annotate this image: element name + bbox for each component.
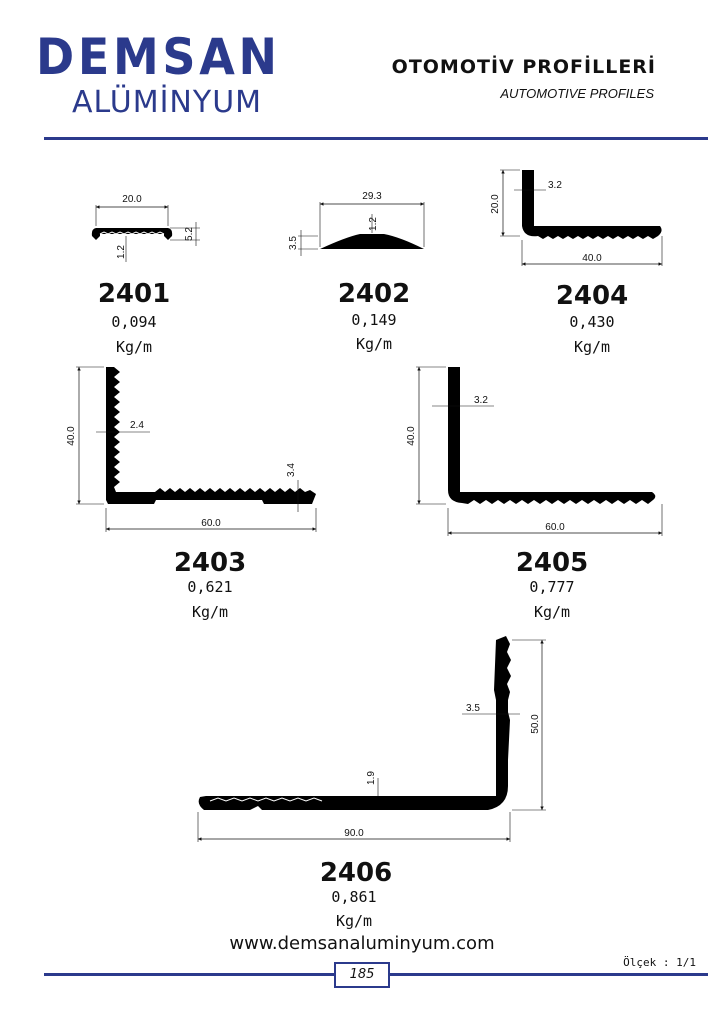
website-url: www.demsanaluminyum.com	[229, 933, 495, 954]
profile-2406-code: 2406	[319, 858, 393, 888]
profile-2406-weight: 0,861	[331, 888, 377, 906]
profile-2404-dim-height: 20.0	[490, 194, 501, 214]
profile-2402-unit: Kg/m	[355, 335, 393, 353]
profile-2404-unit: Kg/m	[573, 338, 611, 356]
profile-2406-dim-height: 50.0	[530, 714, 541, 734]
profile-2403-dim-thickness: 2.4	[130, 420, 144, 431]
scale-label: Ölçek : 1/1	[623, 956, 696, 969]
profile-2406-drawing: 50.0 3.5 1.9 90.0	[197, 636, 546, 842]
header-rule	[44, 137, 708, 140]
profile-2401-unit: Kg/m	[115, 338, 153, 356]
profile-2401-dim-width: 20.0	[122, 194, 142, 205]
profile-2402-dim-width: 29.3	[362, 191, 382, 202]
profile-2404-weight: 0,430	[569, 313, 615, 331]
page-title: OTOMOTİV PROFİLLERİ	[391, 56, 656, 78]
profile-2405-code: 2405	[515, 548, 589, 578]
profile-2403-dim-width: 60.0	[201, 518, 221, 529]
profile-2402-weight: 0,149	[351, 311, 397, 329]
brand-logo: DEMSAN	[36, 28, 281, 86]
profile-2404-dim-thickness: 3.2	[548, 180, 562, 191]
profile-2405-weight: 0,777	[529, 578, 575, 596]
profile-2402-drawing: 29.3 3.5 1.2	[288, 191, 425, 256]
page-number: 185	[334, 962, 390, 988]
profile-2403-dim-height: 40.0	[66, 426, 77, 446]
profile-2403-drawing: 40.0 2.4 3.4 60.0	[66, 366, 317, 532]
profile-2403-code: 2403	[173, 548, 247, 578]
profile-2405-unit: Kg/m	[533, 603, 571, 621]
profile-2405-drawing: 40.0 3.2 60.0	[406, 366, 663, 536]
profile-2401-drawing: 20.0 5.2 1.2	[91, 194, 200, 262]
profile-2404-drawing: 20.0 3.2 40.0	[490, 169, 663, 266]
profile-2405-dim-height: 40.0	[406, 426, 417, 446]
profile-2401-dim-thickness: 1.2	[116, 245, 127, 259]
profile-2404-dim-width: 40.0	[582, 253, 602, 264]
profile-2405-dim-thickness: 3.2	[474, 395, 488, 406]
profile-2406-dim-width: 90.0	[344, 828, 364, 839]
profile-2406-dim-thickness: 3.5	[466, 703, 480, 714]
profile-2401-dim-height: 5.2	[184, 227, 195, 241]
profile-2404-code: 2404	[555, 281, 629, 311]
profile-2402-code: 2402	[337, 279, 411, 309]
brand-logo-sub: ALÜMİNYUM	[72, 85, 263, 120]
profile-2405-dim-width: 60.0	[545, 522, 565, 533]
profile-2403-dim-lip: 3.4	[286, 463, 297, 477]
profile-2402-dim-height: 3.5	[288, 236, 299, 250]
profile-2401-code: 2401	[97, 279, 171, 309]
profile-2401-weight: 0,094	[111, 313, 157, 331]
profile-2406-dim-lip: 1.9	[366, 771, 377, 785]
profile-2403-unit: Kg/m	[191, 603, 229, 621]
profile-2406-unit: Kg/m	[335, 912, 373, 930]
profile-2403-weight: 0,621	[187, 578, 233, 596]
page-subtitle: AUTOMOTIVE PROFILES	[500, 86, 654, 101]
profile-2402-dim-thickness: 1.2	[368, 217, 379, 231]
